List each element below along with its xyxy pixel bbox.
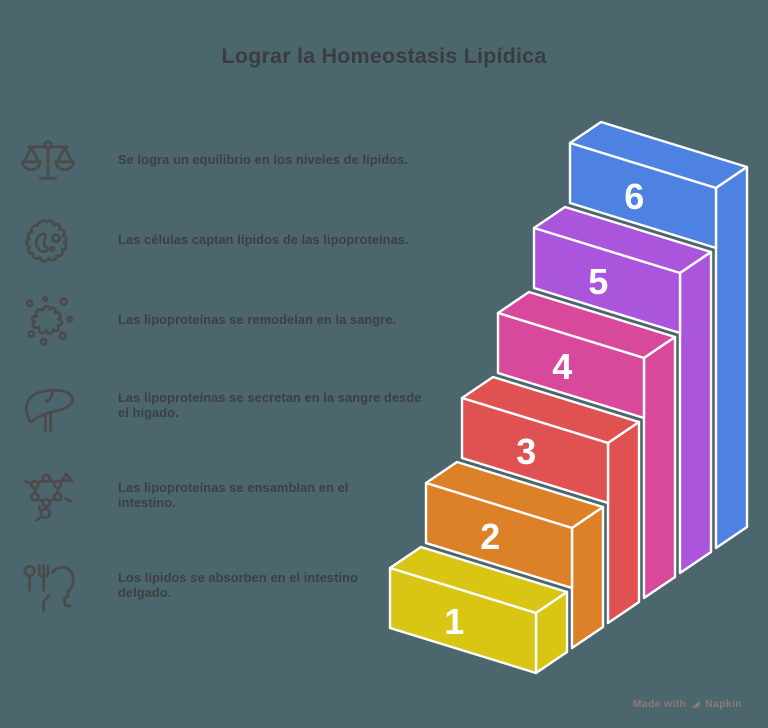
step-item-6: Se logra un equilibrio en los niveles de… (20, 132, 470, 188)
molecule-icon (20, 467, 76, 523)
stair-step-face (570, 505, 605, 650)
cell-icon (20, 212, 76, 268)
cutlery-head-icon (20, 557, 76, 613)
napkin-logo-icon (692, 700, 701, 708)
step-number-label: 1 (444, 601, 464, 642)
stair-step-face (568, 141, 718, 250)
stair-step-face (606, 420, 641, 625)
stair-step-face (678, 250, 713, 575)
step-item-text: Las lipoproteínas se ensamblan en el int… (118, 479, 349, 511)
stair-step-face (532, 226, 682, 335)
step-item-text: Las lipoproteínas se secretan en la sang… (118, 389, 422, 421)
step-number-label: 5 (588, 261, 608, 302)
watermark-text: Made with (632, 698, 687, 710)
step-item-5: Las células captan lípidos de las lipopr… (20, 212, 470, 268)
step-number-label: 2 (480, 516, 500, 557)
step-item-1: Los lípidos se absorben en el intestino … (20, 557, 470, 613)
step-item-text: Se logra un equilibrio en los niveles de… (118, 152, 409, 168)
step-number-label: 6 (624, 176, 644, 217)
stair-step-face (496, 311, 646, 420)
balance-scale-icon (20, 132, 76, 188)
liver-icon (20, 377, 76, 433)
stair-step-face (460, 396, 610, 505)
page-title: Lograr la Homeostasis Lipídica (221, 44, 547, 68)
blood-splat-icon (20, 292, 76, 348)
step-number-label: 4 (552, 346, 572, 387)
napkin-watermark: Made with Napkin (633, 698, 742, 710)
step-item-2: Las lipoproteínas se ensamblan en el int… (20, 467, 470, 523)
step-item-text: Las células captan lípidos de las lipopr… (118, 232, 409, 248)
step-item-4: Las lipoproteínas se remodelan en la san… (20, 292, 470, 348)
step-item-text: Las lipoproteínas se remodelan en la san… (118, 312, 397, 328)
stair-step-face (424, 481, 574, 590)
watermark-brand: Napkin (705, 698, 742, 710)
stair-step-face (388, 566, 538, 675)
step-number-label: 3 (516, 431, 536, 472)
stair-step-face (642, 335, 677, 600)
step-item-3: Las lipoproteínas se secretan en la sang… (20, 377, 470, 433)
stair-step-face (714, 165, 749, 550)
step-item-text: Los lípidos se absorben en el intestino … (118, 569, 358, 601)
